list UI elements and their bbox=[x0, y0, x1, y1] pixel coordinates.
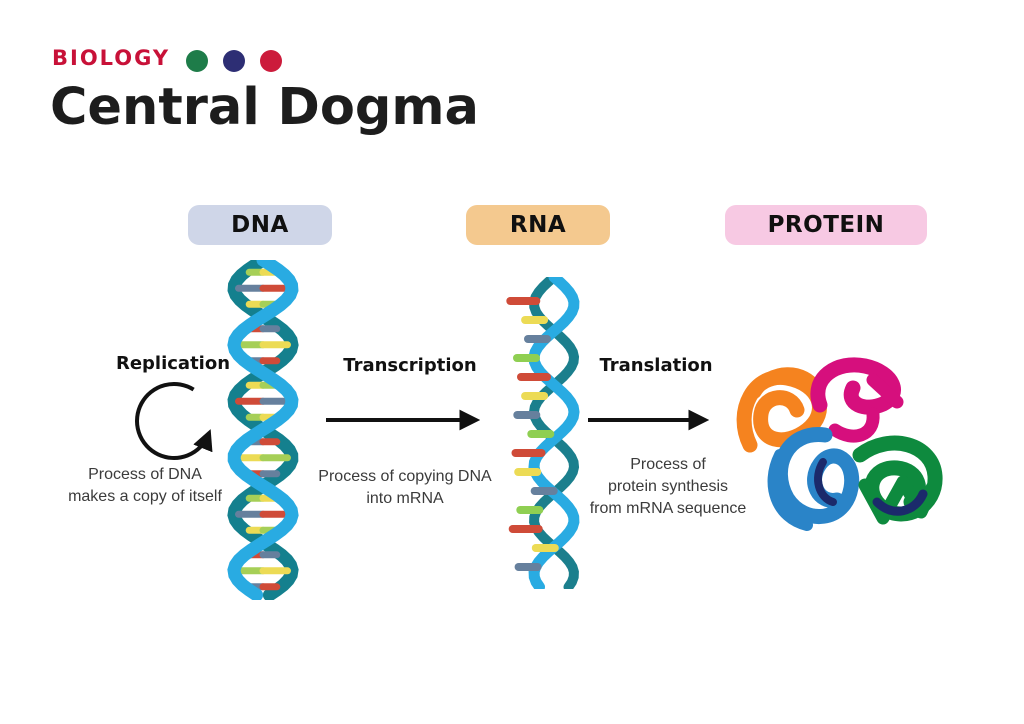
protein-stage-pill: PROTEIN bbox=[725, 205, 927, 245]
navy-dot-icon bbox=[223, 50, 245, 72]
replication-label: Replication bbox=[115, 353, 231, 374]
protein-structure-illustration bbox=[736, 357, 943, 531]
transcription-label: Transcription bbox=[343, 355, 477, 376]
transcription-right-arrow-icon bbox=[326, 409, 481, 431]
page-title: Central Dogma bbox=[50, 78, 479, 137]
rna-stage-pill: RNA bbox=[466, 205, 610, 245]
translation-description: Process of protein synthesis from mRNA s… bbox=[589, 456, 747, 518]
header-dots bbox=[186, 50, 282, 72]
biology-eyebrow: BIOLOGY bbox=[52, 46, 171, 70]
dna-helix-illustration bbox=[227, 260, 299, 600]
translation-label: Translation bbox=[599, 355, 713, 376]
green-dot-icon bbox=[186, 50, 208, 72]
circular-arrow-icon bbox=[135, 381, 213, 460]
red-dot-icon bbox=[260, 50, 282, 72]
replication-description: Process of DNA makes a copy of itself bbox=[68, 466, 222, 506]
translation-right-arrow-icon bbox=[588, 409, 710, 431]
dna-stage-pill: DNA bbox=[188, 205, 332, 245]
rna-strand-illustration bbox=[506, 277, 580, 589]
transcription-description: Process of copying DNA into mRNA bbox=[318, 468, 492, 508]
